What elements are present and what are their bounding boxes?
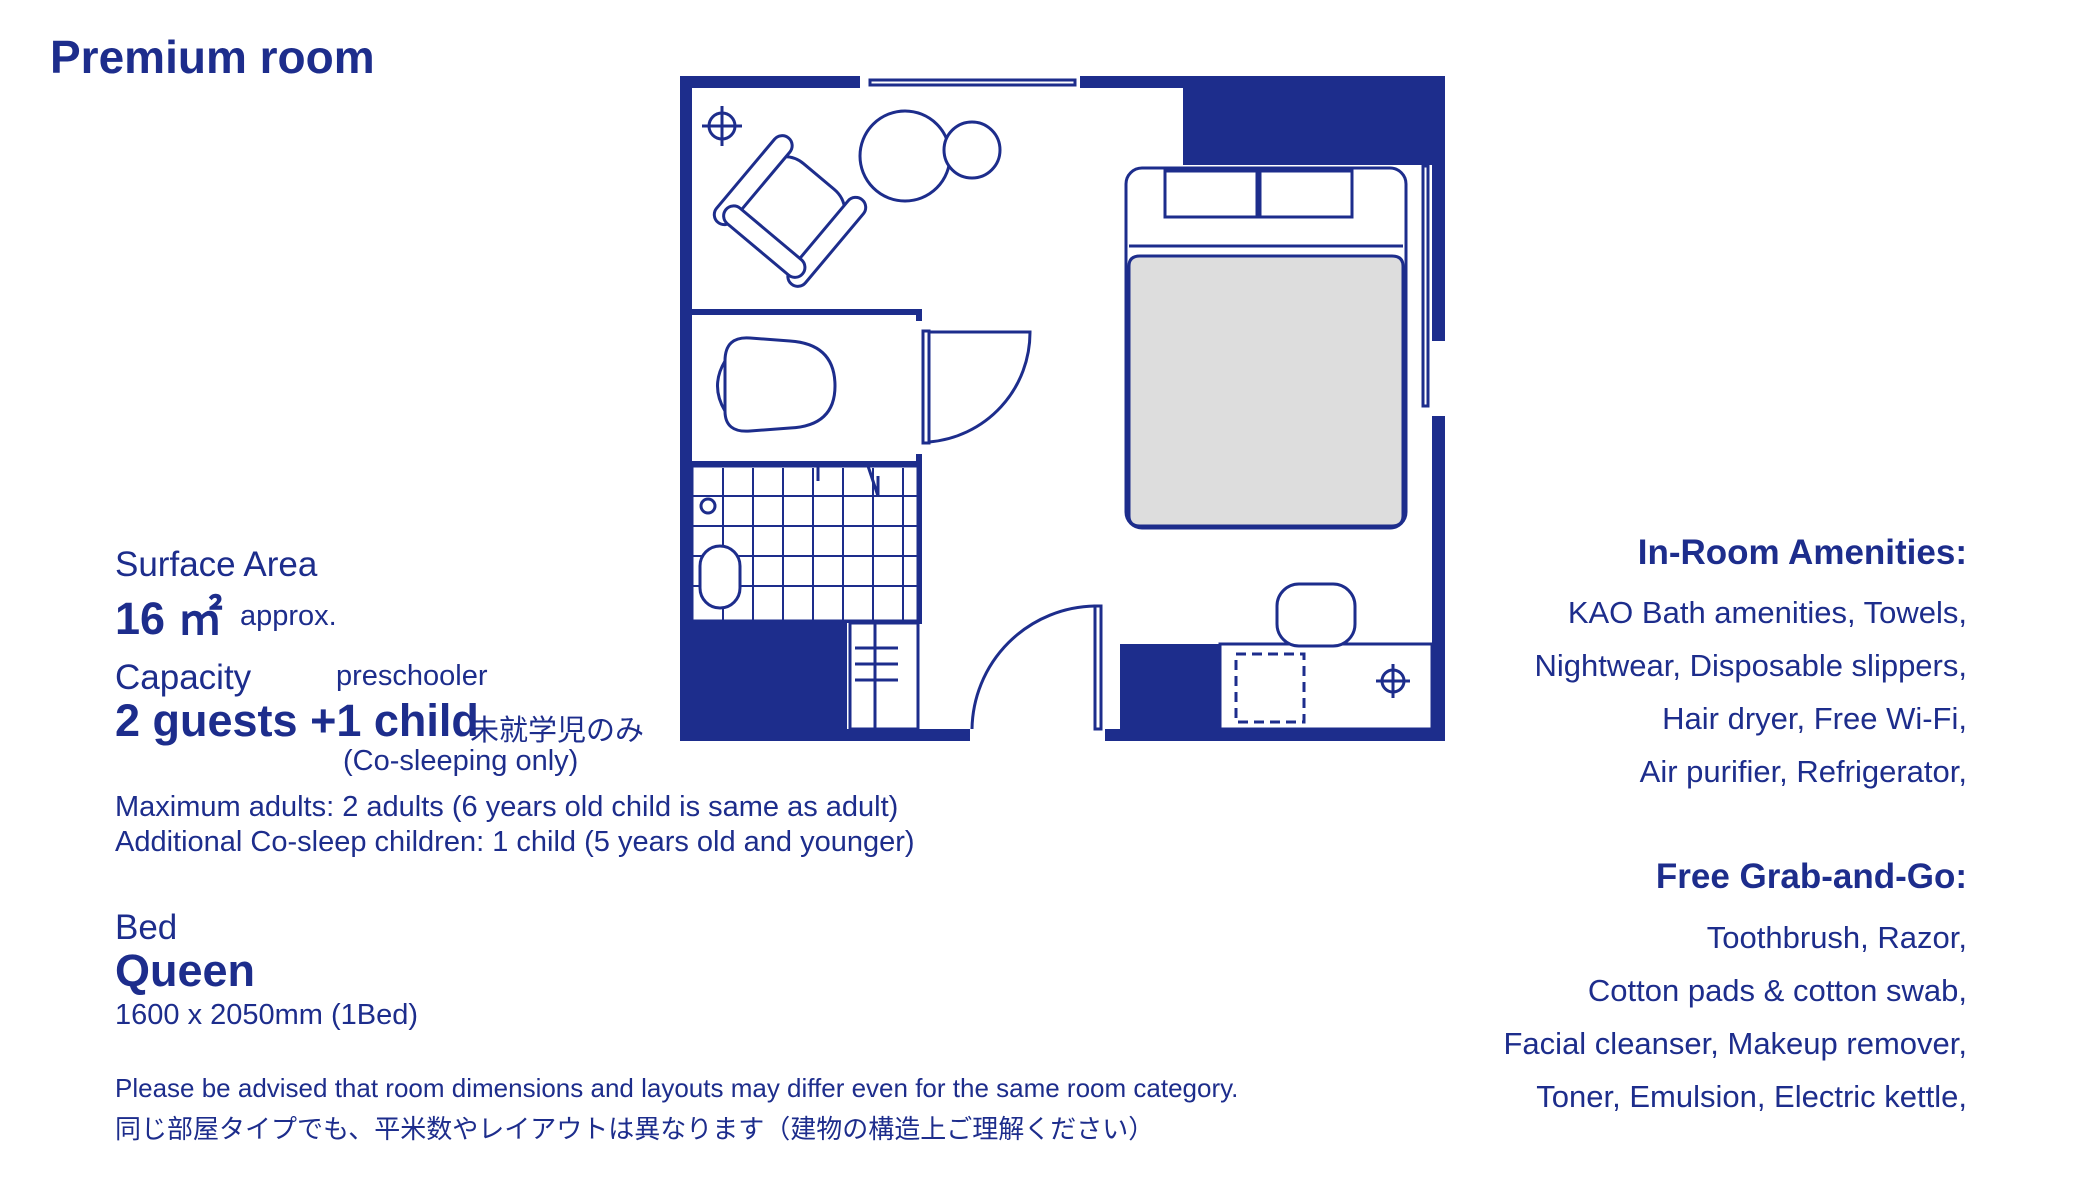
- amenity-line: Nightwear, Disposable slippers,: [1534, 648, 1968, 683]
- grab-and-go-line: Facial cleanser, Makeup remover,: [1503, 1026, 1968, 1061]
- grab-and-go-line: Toothbrush, Razor,: [1706, 920, 1967, 955]
- queen-bed: [1124, 166, 1408, 530]
- grab-and-go-heading: Free Grab-and-Go:: [1655, 857, 1967, 896]
- bed-size: 1600 x 2050mm (1Bed): [115, 999, 419, 1031]
- surface-area-value: 16 ㎡: [115, 593, 223, 644]
- amenities-heading: In-Room Amenities:: [1637, 533, 1967, 572]
- grab-and-go-line: Toner, Emulsion, Electric kettle,: [1536, 1079, 1967, 1114]
- round-table: [858, 109, 952, 203]
- armchair: [712, 109, 1002, 288]
- bathroom-door: [921, 329, 1032, 445]
- pillow: [1163, 169, 1259, 219]
- grab-and-go-line: Cotton pads & cotton swab,: [1587, 973, 1967, 1008]
- bed-type: Queen: [115, 945, 256, 996]
- disclaimer-jp: 同じ部屋タイプでも、平米数やレイアウトは異なります（建物の構造上ご理解ください）: [115, 1114, 1155, 1144]
- surface-area-approx: approx.: [240, 600, 337, 632]
- co-sleeping-note: (Co-sleeping only): [343, 745, 579, 777]
- page-title: Premium room: [50, 31, 375, 83]
- capacity-value: 2 guests +1 child: [115, 695, 479, 746]
- side-table: [942, 120, 1002, 180]
- closet: [848, 621, 920, 731]
- desk-chair: [1275, 582, 1357, 648]
- amenity-line: Air purifier, Refrigerator,: [1639, 754, 1967, 789]
- entrance-door: [970, 604, 1103, 731]
- shower-area: [690, 461, 920, 623]
- capacity-label: Capacity: [115, 658, 252, 697]
- preschooler-label: preschooler: [336, 660, 488, 692]
- walls: [680, 76, 1445, 741]
- surface-area-label: Surface Area: [115, 545, 318, 584]
- window: [868, 78, 1430, 408]
- crosshair-icon: [702, 106, 742, 146]
- desk: [1218, 642, 1434, 731]
- disclaimer-en: Please be advised that room dimensions a…: [115, 1073, 1239, 1103]
- amenity-line: KAO Bath amenities, Towels,: [1567, 595, 1967, 630]
- refrigerator: [1234, 652, 1306, 724]
- capacity-jp-note: 未就学児のみ: [470, 715, 645, 747]
- toilet: [716, 336, 837, 433]
- crosshair-icon: [1376, 664, 1410, 698]
- bed-label: Bed: [115, 908, 178, 947]
- basin: [698, 544, 742, 610]
- amenity-line: Hair dryer, Free Wi-Fi,: [1662, 701, 1967, 736]
- max-adults-note: Maximum adults: 2 adults (6 years old ch…: [115, 791, 899, 823]
- co-sleep-children-note: Additional Co-sleep children: 1 child (5…: [115, 826, 915, 858]
- pillow: [1258, 169, 1354, 219]
- floor-plan: [680, 76, 1445, 741]
